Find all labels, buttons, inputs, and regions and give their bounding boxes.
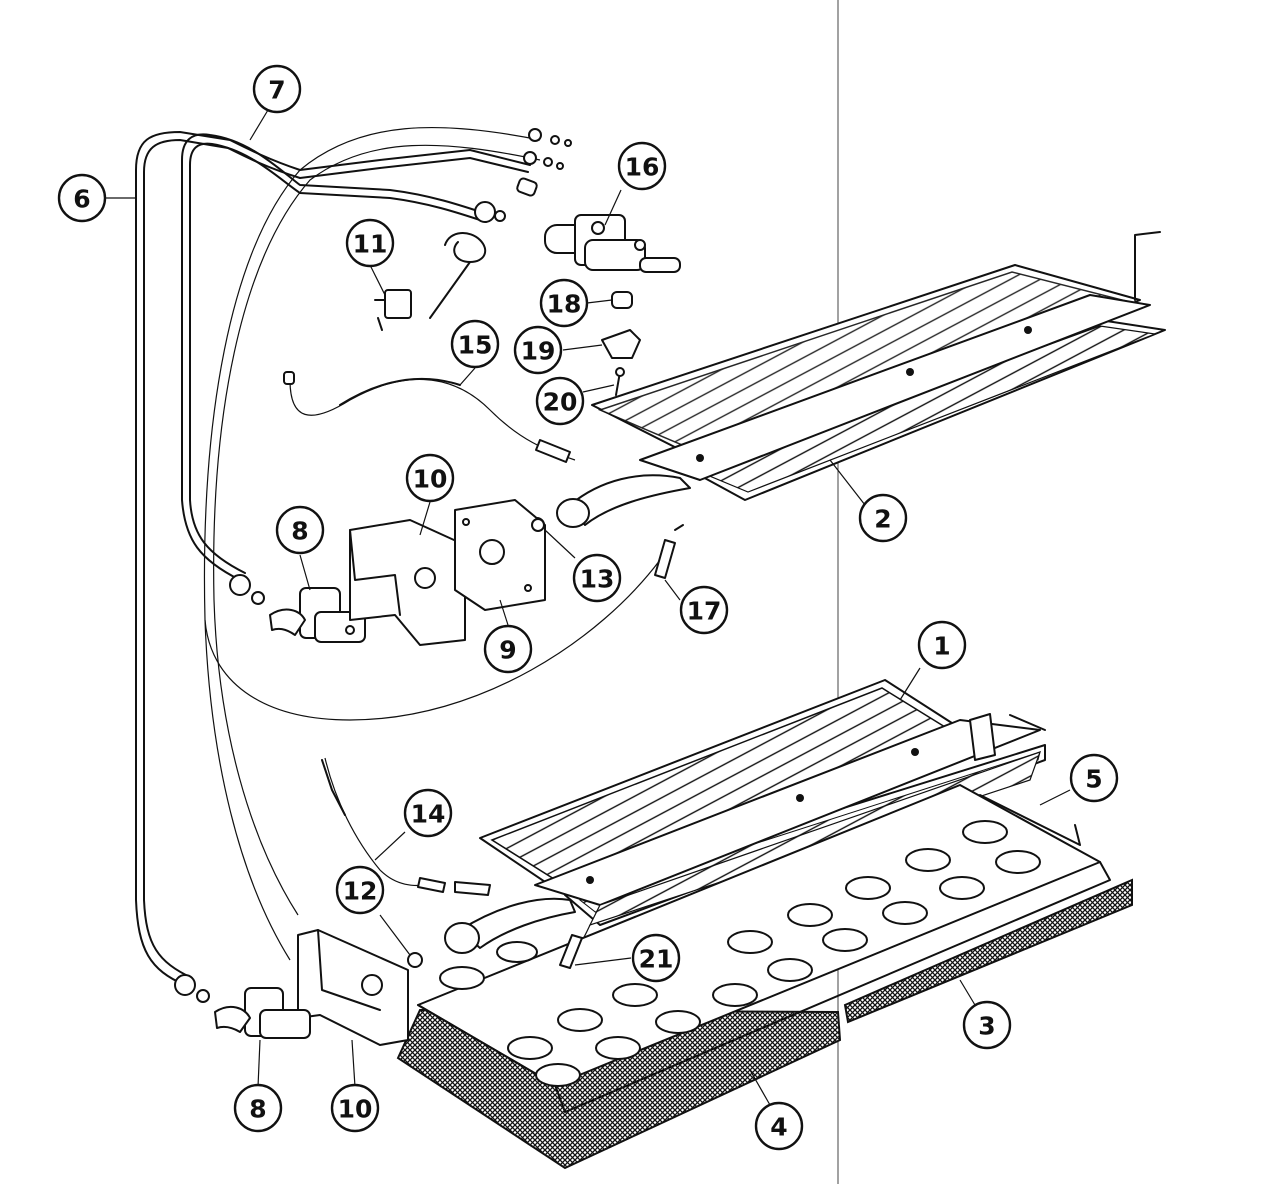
callout-number: 1	[933, 632, 950, 661]
igniter-21	[559, 934, 583, 969]
callout-circle	[405, 453, 455, 503]
callout-number: 11	[353, 230, 388, 259]
mat-3	[843, 878, 1133, 1024]
callout-number: 4	[770, 1113, 787, 1142]
callout-c7: 7	[252, 64, 302, 114]
igniter-17	[654, 524, 684, 579]
callout-c1: 1	[917, 620, 967, 670]
callout-number: 3	[978, 1012, 995, 1041]
callout-c5: 5	[1069, 753, 1119, 803]
tube-fittings	[174, 128, 572, 1003]
callout-circle	[233, 1083, 283, 1133]
callout-circle	[330, 1083, 380, 1133]
callout-number: 2	[874, 505, 891, 534]
callout-number: 16	[625, 153, 660, 182]
callout-circle	[631, 933, 681, 983]
bracket-10-lower	[297, 929, 409, 1046]
callout-circle	[275, 505, 325, 555]
spring-coil	[429, 232, 487, 319]
orifice-12	[407, 952, 423, 968]
callout-circle	[754, 1101, 804, 1151]
callout-circle	[513, 325, 563, 375]
gas-valve-16	[544, 214, 681, 273]
callout-circle	[57, 173, 107, 223]
callout-c18: 18	[539, 278, 589, 328]
callout-circle	[345, 218, 395, 268]
callout-circle	[252, 64, 302, 114]
bracket-9	[454, 499, 546, 611]
callout-c20: 20	[535, 376, 585, 426]
callout-number: 14	[411, 800, 446, 829]
callout-circle	[535, 376, 585, 426]
callout-number: 7	[268, 76, 285, 105]
part-20-screw	[615, 367, 625, 396]
callout-c2: 2	[858, 493, 908, 543]
callout-c13: 13	[572, 553, 622, 603]
callout-c4: 4	[754, 1101, 804, 1151]
callout-number: 10	[413, 465, 448, 494]
callout-c14: 14	[403, 788, 453, 838]
callout-circle	[450, 319, 500, 369]
callout-number: 18	[547, 290, 582, 319]
leader-lines	[105, 109, 1071, 1106]
callout-c10b: 10	[330, 1083, 380, 1133]
callout-circle	[1069, 753, 1119, 803]
callout-number: 6	[73, 185, 90, 214]
gas-tube-6	[135, 131, 531, 986]
callout-c9: 9	[483, 624, 533, 674]
callout-c11: 11	[345, 218, 395, 268]
callout-c15: 15	[450, 319, 500, 369]
callout-circle	[617, 141, 667, 191]
callout-c17: 17	[679, 585, 729, 635]
callout-number: 15	[458, 331, 493, 360]
callout-number: 12	[343, 877, 378, 906]
part-19-knob	[601, 329, 641, 359]
callout-c16: 16	[617, 141, 667, 191]
part-11-clip	[374, 289, 412, 331]
callout-number: 10	[338, 1095, 373, 1124]
callout-circle	[539, 278, 589, 328]
callout-number: 17	[687, 597, 722, 626]
callout-number: 9	[499, 636, 516, 665]
part-18-cap	[611, 291, 633, 309]
callout-c10a: 10	[405, 453, 455, 503]
burner-1	[444, 679, 1046, 954]
callout-circle	[858, 493, 908, 543]
callout-number: 8	[249, 1095, 266, 1124]
callout-number: 5	[1085, 765, 1102, 794]
callout-number: 19	[521, 337, 556, 366]
callout-number: 8	[291, 517, 308, 546]
callout-c3: 3	[962, 1000, 1012, 1050]
thermocouple-14	[321, 757, 491, 896]
callout-number: 13	[580, 565, 615, 594]
callout-circle	[483, 624, 533, 674]
callout-circle	[335, 865, 385, 915]
callout-circle	[917, 620, 967, 670]
callout-c8a: 8	[275, 505, 325, 555]
callout-c8b: 8	[233, 1083, 283, 1133]
bracket-10-upper	[349, 519, 466, 646]
elbow-fitting-8-upper	[269, 587, 366, 643]
callout-number: 21	[639, 945, 674, 974]
pan-holes	[439, 820, 1041, 1087]
base-pan-5	[417, 784, 1111, 1113]
callout-c6: 6	[57, 173, 107, 223]
callout-circle	[403, 788, 453, 838]
callout-circle	[679, 585, 729, 635]
callout-number: 20	[543, 388, 578, 417]
thermocouple-15	[283, 371, 576, 463]
callout-c19: 19	[513, 325, 563, 375]
callout-c12: 12	[335, 865, 385, 915]
gas-tube-7	[181, 133, 491, 581]
callout-circle	[572, 553, 622, 603]
orifice-13	[531, 518, 545, 532]
burner-2	[529, 231, 1166, 533]
callout-circle	[962, 1000, 1012, 1050]
callout-c21: 21	[631, 933, 681, 983]
elbow-fitting-8-lower	[214, 987, 311, 1039]
